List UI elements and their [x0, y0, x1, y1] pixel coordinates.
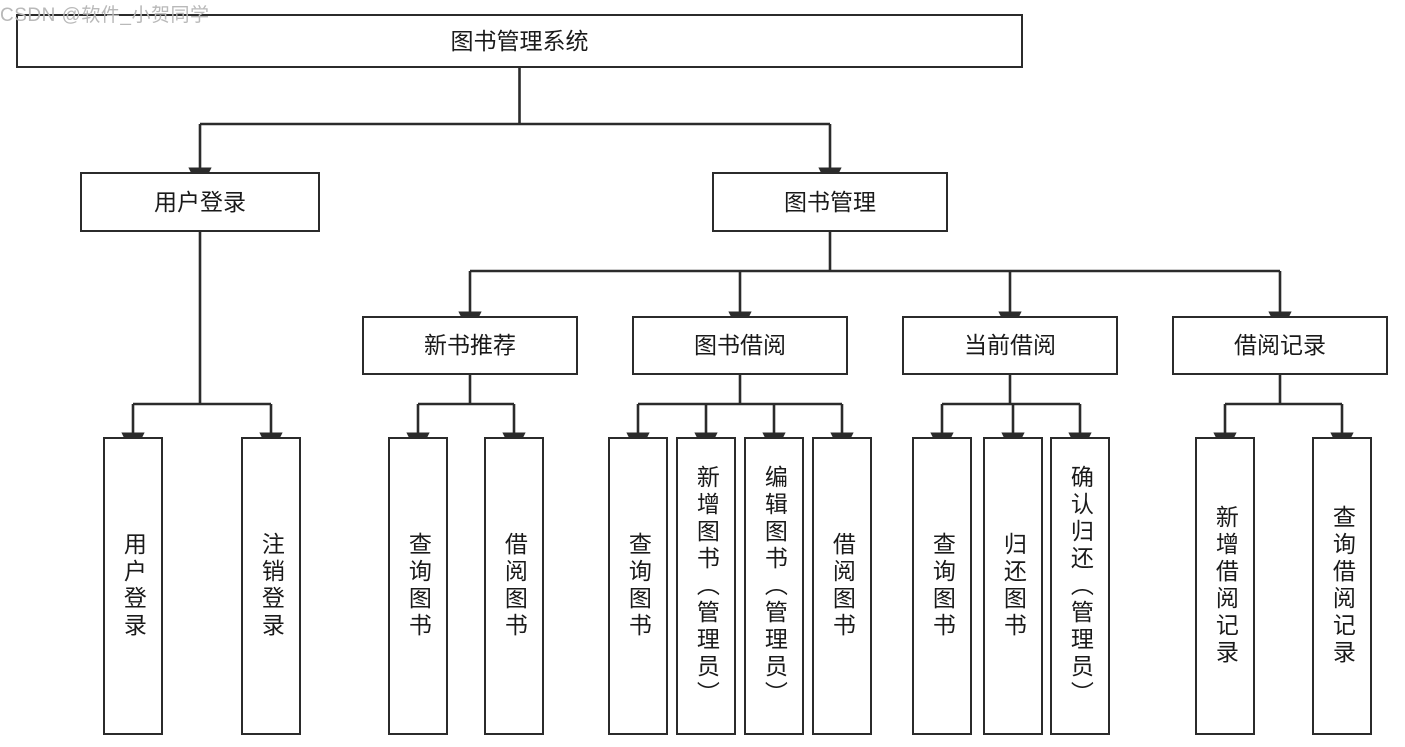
node-leaf-logout[interactable]: 注销登录 — [241, 437, 301, 735]
node-leaf-borrow-book-1[interactable]: 借阅图书 — [484, 437, 544, 735]
node-label-leaf-add-record: 新增借阅记录 — [1212, 505, 1239, 667]
node-label-user-login: 用户登录 — [154, 188, 246, 215]
node-new-book-rec[interactable]: 新书推荐 — [362, 316, 578, 375]
node-label-leaf-confirm-return: 确认归还（管理员） — [1067, 464, 1094, 708]
node-label-leaf-edit-book: 编辑图书（管理员） — [761, 464, 788, 708]
node-label-book-manage: 图书管理 — [784, 188, 876, 215]
node-leaf-query-book-2[interactable]: 查询图书 — [608, 437, 668, 735]
node-leaf-return-book[interactable]: 归还图书 — [983, 437, 1043, 735]
node-leaf-confirm-return[interactable]: 确认归还（管理员） — [1050, 437, 1110, 735]
node-label-leaf-borrow-book-2: 借阅图书 — [829, 532, 856, 640]
node-label-borrow-record: 借阅记录 — [1234, 332, 1326, 359]
node-label-leaf-query-book-3: 查询图书 — [929, 532, 956, 640]
node-current-borrow[interactable]: 当前借阅 — [902, 316, 1118, 375]
node-label-new-book-rec: 新书推荐 — [424, 332, 516, 359]
node-label-leaf-query-record: 查询借阅记录 — [1329, 505, 1356, 667]
node-root[interactable]: 图书管理系统 — [16, 14, 1023, 68]
node-user-login[interactable]: 用户登录 — [80, 172, 320, 232]
node-label-leaf-query-book-1: 查询图书 — [405, 532, 432, 640]
node-label-leaf-return-book: 归还图书 — [1000, 532, 1027, 640]
node-book-borrow[interactable]: 图书借阅 — [632, 316, 848, 375]
node-label-leaf-query-book-2: 查询图书 — [625, 532, 652, 640]
node-leaf-edit-book[interactable]: 编辑图书（管理员） — [744, 437, 804, 735]
node-leaf-add-book[interactable]: 新增图书（管理员） — [676, 437, 736, 735]
node-book-manage[interactable]: 图书管理 — [712, 172, 948, 232]
node-leaf-add-record[interactable]: 新增借阅记录 — [1195, 437, 1255, 735]
node-label-root: 图书管理系统 — [450, 27, 589, 54]
node-label-book-borrow: 图书借阅 — [694, 332, 786, 359]
node-leaf-borrow-book-2[interactable]: 借阅图书 — [812, 437, 872, 735]
node-label-leaf-logout: 注销登录 — [258, 532, 285, 640]
node-label-leaf-add-book: 新增图书（管理员） — [693, 464, 720, 708]
node-label-leaf-user-login: 用户登录 — [120, 532, 147, 640]
node-label-leaf-borrow-book-1: 借阅图书 — [501, 532, 528, 640]
node-leaf-user-login[interactable]: 用户登录 — [103, 437, 163, 735]
node-label-current-borrow: 当前借阅 — [964, 332, 1056, 359]
node-leaf-query-book-3[interactable]: 查询图书 — [912, 437, 972, 735]
node-borrow-record[interactable]: 借阅记录 — [1172, 316, 1388, 375]
edge-group — [121, 68, 1354, 456]
node-leaf-query-record[interactable]: 查询借阅记录 — [1312, 437, 1372, 735]
node-leaf-query-book-1[interactable]: 查询图书 — [388, 437, 448, 735]
